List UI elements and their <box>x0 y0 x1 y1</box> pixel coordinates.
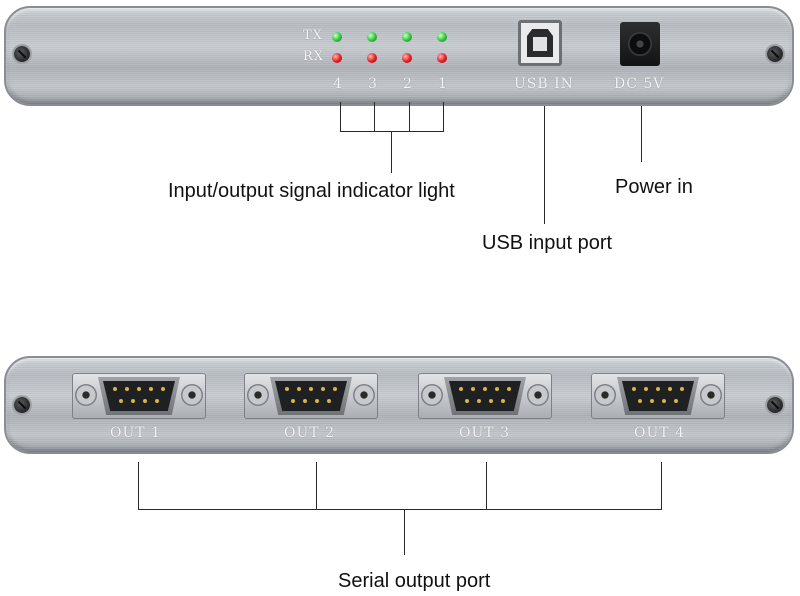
db9-port-2-icon <box>244 373 378 419</box>
power-leader <box>641 106 642 162</box>
tx-label: TX <box>303 28 323 43</box>
left-screw-icon <box>14 46 30 62</box>
right-screw-icon <box>767 46 783 62</box>
indicator-bracket-mid1 <box>374 102 375 132</box>
led-number-1: 1 <box>438 76 448 92</box>
tx-led-1-icon <box>437 32 447 42</box>
indicator-bracket-bar <box>340 131 444 132</box>
out-3-label: OUT 3 <box>459 425 510 441</box>
usb-in-label: USB IN <box>514 76 574 92</box>
led-number-3: 3 <box>368 76 378 92</box>
led-number-4: 4 <box>333 76 343 92</box>
db9-port-4-icon <box>591 373 725 419</box>
tx-led-4-icon <box>332 32 342 42</box>
tx-led-3-icon <box>367 32 377 42</box>
indicator-bracket-left <box>340 102 341 132</box>
serial-bracket-bar <box>138 509 662 510</box>
serial-bracket-3 <box>486 462 487 510</box>
rx-led-2-icon <box>402 53 412 63</box>
tx-led-2-icon <box>402 32 412 42</box>
db9-port-1-icon <box>72 373 206 419</box>
rx-label: RX <box>303 49 325 64</box>
indicator-leader <box>391 131 392 173</box>
usb-b-port-icon <box>518 20 562 66</box>
right-screw-icon <box>767 397 783 413</box>
rx-led-3-icon <box>367 53 377 63</box>
usb-leader <box>544 106 545 224</box>
db9-port-3-icon <box>418 373 552 419</box>
rx-led-4-icon <box>332 53 342 63</box>
dc-5v-label: DC 5V <box>614 76 665 92</box>
power-caption: Power in <box>615 176 693 198</box>
serial-bracket-2 <box>316 462 317 510</box>
indicator-caption: Input/output signal indicator light <box>168 180 455 202</box>
rx-led-1-icon <box>437 53 447 63</box>
dc-power-jack-icon <box>620 22 660 66</box>
indicator-bracket-mid2 <box>409 102 410 132</box>
usb-caption: USB input port <box>482 232 613 254</box>
serial-bracket-4 <box>661 462 662 510</box>
top-device-panel <box>4 6 794 106</box>
left-screw-icon <box>14 397 30 413</box>
serial-bracket-1 <box>138 462 139 510</box>
serial-leader <box>404 509 405 555</box>
out-2-label: OUT 2 <box>284 425 335 441</box>
led-number-2: 2 <box>403 76 413 92</box>
indicator-bracket-right <box>443 102 444 132</box>
out-4-label: OUT 4 <box>634 425 685 441</box>
serial-caption: Serial output port <box>338 570 491 592</box>
out-1-label: OUT 1 <box>110 425 161 441</box>
